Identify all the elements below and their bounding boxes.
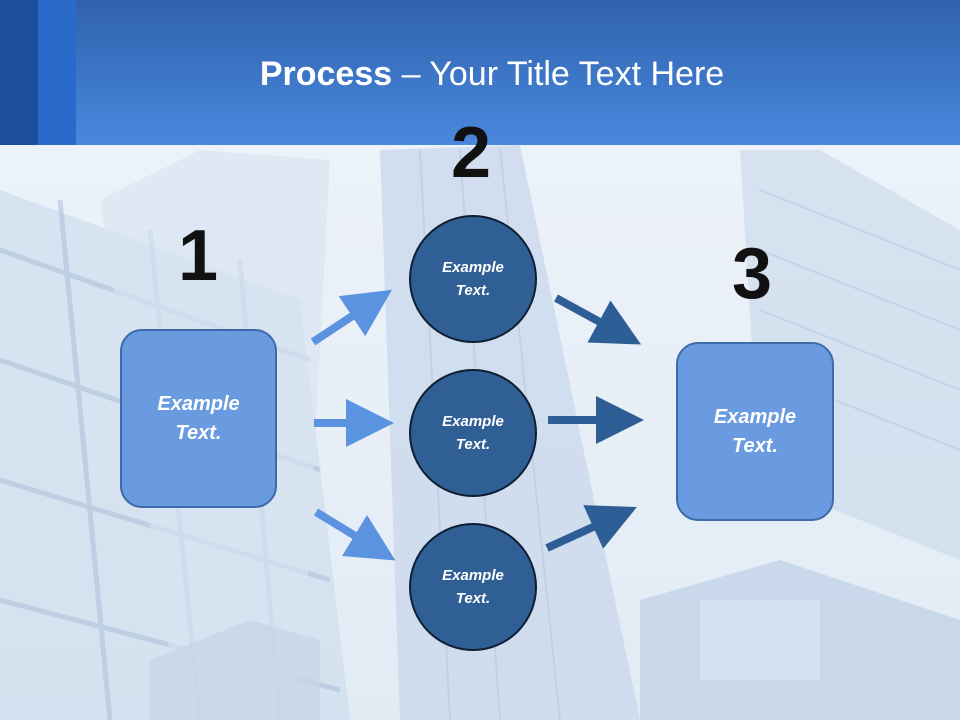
header-accent-mid	[38, 0, 76, 145]
slide-title: Process – Your Title Text Here	[0, 52, 960, 96]
circle-middle-text: Example Text.	[442, 410, 504, 456]
header-bar: Process – Your Title Text Here	[0, 0, 960, 145]
step-1-text-line2: Text.	[175, 421, 222, 444]
title-rest: – Your Title Text Here	[392, 55, 725, 93]
step-number-3: 3	[732, 234, 773, 314]
step-3-box[interactable]: Example Text.	[676, 342, 834, 521]
circle-top-line2: Text.	[455, 282, 491, 299]
circle-bottom-line2: Text.	[455, 590, 491, 607]
step-1-text-line1: Example	[157, 392, 240, 415]
title-bold: Process	[259, 55, 393, 93]
circle-middle-line1: Example	[442, 413, 504, 430]
arrow-circle3-to-box3	[545, 505, 637, 552]
step-3-text-line1: Example	[713, 405, 797, 428]
circle-top-text: Example Text.	[442, 256, 504, 302]
step-2-circle-bottom[interactable]: Example Text.	[409, 523, 537, 651]
step-1-box[interactable]: Example Text.	[120, 329, 277, 508]
step-3-text-line2: Text.	[732, 434, 778, 457]
arrow-box1-to-circle1	[310, 289, 393, 346]
arrow-box1-to-circle3	[313, 508, 396, 561]
step-2-circle-top[interactable]: Example Text.	[409, 215, 537, 343]
step-2-circle-middle[interactable]: Example Text.	[409, 369, 537, 497]
circle-middle-line2: Text.	[455, 436, 491, 453]
step-number-1: 1	[178, 216, 219, 296]
header-accent-dark	[0, 0, 38, 145]
step-number-2: 2	[451, 113, 492, 193]
circle-bottom-text: Example Text.	[442, 564, 504, 610]
step-3-text: Example Text.	[714, 403, 796, 461]
arrow-circle1-to-box3	[554, 294, 642, 345]
circle-top-line1: Example	[442, 259, 504, 276]
circle-bottom-line1: Example	[442, 567, 504, 584]
step-1-text: Example Text.	[157, 390, 239, 448]
